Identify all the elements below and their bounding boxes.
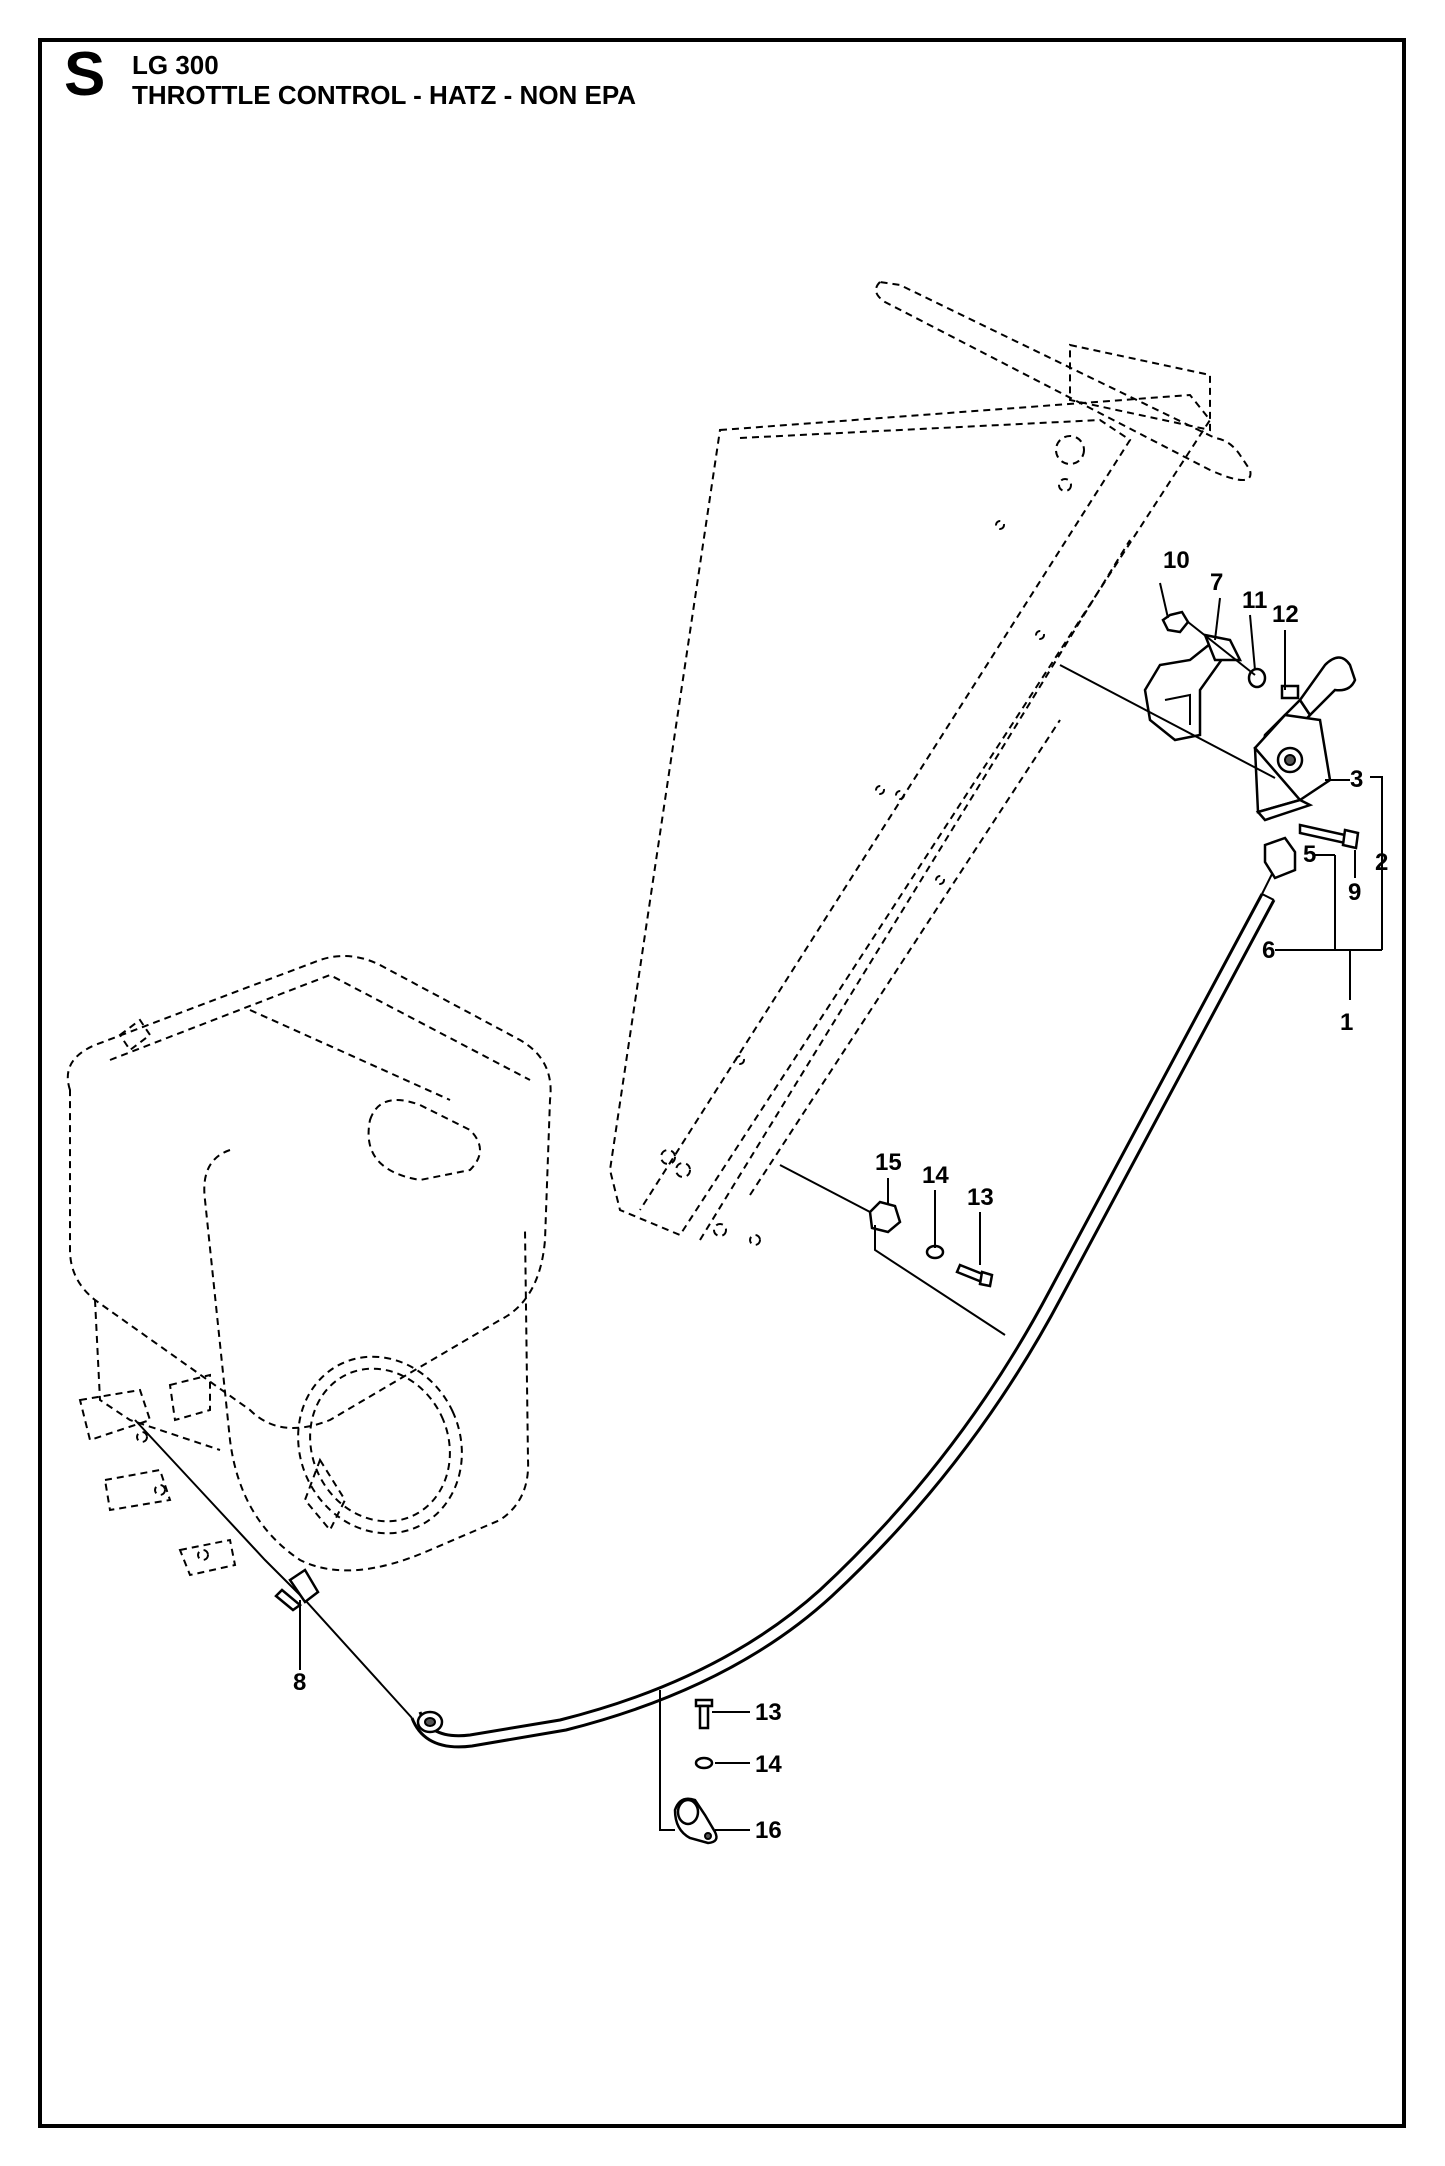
callout-11: 11 (1242, 587, 1267, 614)
throttle-cable (134, 867, 1276, 1749)
bolt-part-13a (955, 1263, 994, 1288)
callout-13-upper: 13 (967, 1184, 994, 1211)
p-clip-part-16 (673, 1797, 718, 1845)
callout-5: 5 (1303, 841, 1316, 868)
callout-16: 16 (755, 1817, 782, 1844)
cable-clamp-part-15 (868, 1200, 902, 1234)
callout-3: 3 (1350, 766, 1363, 793)
callout-10: 10 (1163, 547, 1190, 574)
callout-1: 1 (1340, 1009, 1353, 1036)
callout-15: 15 (875, 1149, 902, 1176)
cable-ferrule-part-5 (1263, 836, 1297, 880)
callout-13-lower: 13 (755, 1699, 782, 1726)
cable-end-ferrule (416, 1710, 444, 1734)
callout-14-upper: 14 (922, 1162, 949, 1189)
engine-outline (66, 955, 552, 1577)
callout-9: 9 (1348, 879, 1361, 906)
callout-14-lower: 14 (755, 1751, 782, 1778)
leader-lines (299, 582, 1383, 1831)
handle-outline (608, 280, 1252, 1246)
callout-6: 6 (1262, 937, 1275, 964)
callout-8: 8 (293, 1669, 306, 1696)
washer-part-14b (694, 1756, 714, 1770)
callout-2: 2 (1375, 849, 1388, 876)
bolt-part-13b (694, 1698, 714, 1730)
callout-12: 12 (1272, 601, 1299, 628)
screw-part-9 (1298, 823, 1360, 850)
section-letter: S (64, 40, 106, 109)
nut-part-10 (1161, 610, 1190, 634)
throttle-lever-part (1253, 656, 1357, 822)
diagram-frame (38, 38, 1406, 2128)
callout-7: 7 (1210, 569, 1223, 596)
page-title: THROTTLE CONTROL - HATZ - NON EPA (132, 80, 637, 110)
model-name: LG 300 (132, 50, 219, 80)
cable-fitting-part (274, 1568, 320, 1612)
